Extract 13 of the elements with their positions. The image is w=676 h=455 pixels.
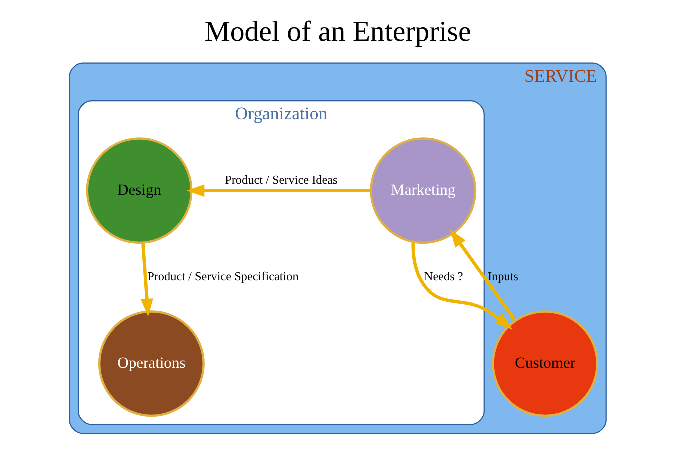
arrow [450,229,517,322]
arrow [186,184,371,197]
node-circle: Customer [492,310,599,417]
node-circle: Operations [98,310,205,417]
edge-label: Product / Service Ideas [225,172,338,186]
arrow [140,242,154,316]
edge-label: Needs ? [424,268,464,283]
arrow [412,242,513,330]
edge-label: Product / Service Specification [148,268,299,283]
node-circle: Design [86,137,193,244]
diagram-title: Model of an Enterprise [204,15,472,48]
node-circle: Marketing [370,137,477,244]
edge-label: Inputs [488,268,518,283]
